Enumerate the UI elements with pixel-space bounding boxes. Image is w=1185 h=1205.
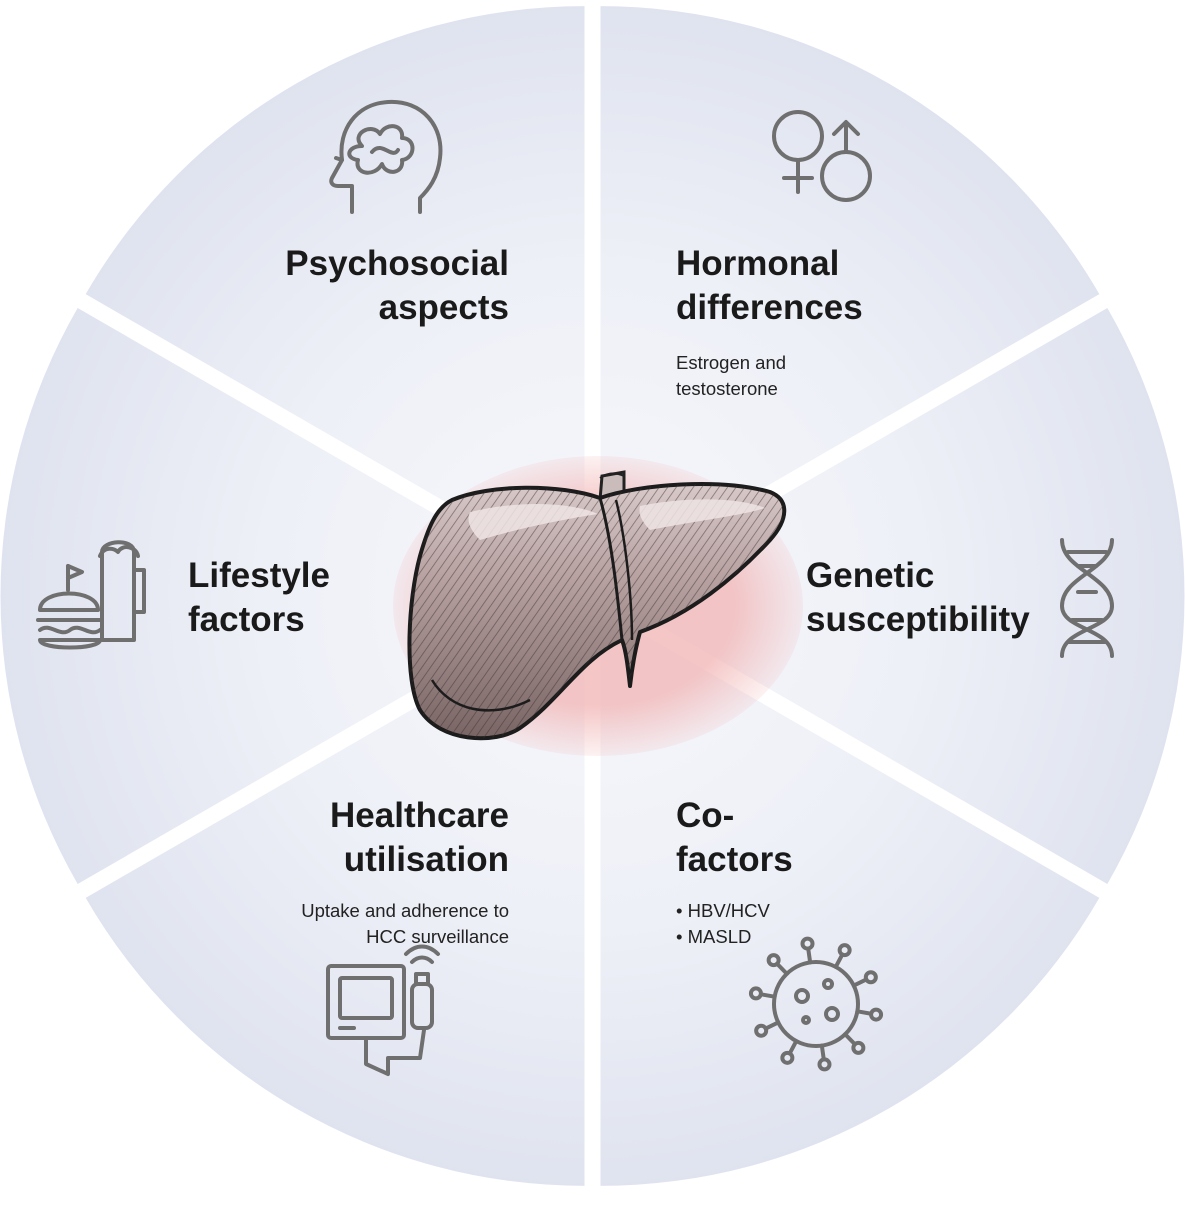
segment-title-psychosocial: Psychosocial aspects: [285, 242, 509, 330]
title-line: utilisation: [343, 840, 509, 879]
title-line: aspects: [378, 288, 509, 327]
segment-title-genetic: Genetic susceptibility: [806, 554, 1030, 642]
title-line: Hormonal: [676, 244, 840, 283]
detail-line: • MASLD: [676, 926, 752, 947]
wedges-group: [0, 6, 1185, 1186]
title-line: Lifestyle: [188, 556, 330, 595]
wedge-lifestyle: [85, 6, 585, 583]
segment-title-healthcare: Healthcare utilisation: [330, 794, 509, 882]
title-line: Co-: [676, 796, 735, 835]
gender-symbols-icon: [772, 110, 872, 202]
detail-line: Estrogen and: [676, 352, 787, 373]
head-brain-icon: [329, 99, 443, 214]
title-line: Healthcare: [330, 796, 509, 835]
liver-icon: [393, 456, 803, 756]
detail-line: • HBV/HCV: [676, 900, 770, 921]
segment-detail-cofactors: • HBV/HCV • MASLD: [676, 898, 770, 950]
segment-title-cofactors: Co- factors: [676, 794, 793, 882]
virus-icon: [748, 936, 884, 1072]
segment-title-hormonal: Hormonal differences: [676, 242, 863, 330]
wedge-hormonal: [608, 308, 1185, 884]
title-line: factors: [676, 840, 793, 879]
title-line: factors: [188, 600, 305, 639]
title-line: Genetic: [806, 556, 935, 595]
title-line: differences: [676, 288, 863, 327]
detail-line: HCC surveillance: [366, 926, 509, 947]
wedge-cofactors: [85, 609, 585, 1186]
detail-line: Uptake and adherence to: [301, 900, 509, 921]
segment-title-lifestyle: Lifestyle factors: [188, 554, 330, 642]
title-line: Psychosocial: [285, 244, 509, 283]
ultrasound-machine-icon: [326, 944, 440, 1076]
detail-line: testosterone: [676, 378, 778, 399]
burger-beer-icon: [36, 540, 146, 650]
segment-detail-hormonal: Estrogen and testosterone: [676, 350, 786, 402]
wedge-genetic: [600, 609, 1100, 1186]
dna-icon: [1059, 538, 1115, 658]
wedge-healthcare: [0, 308, 577, 884]
title-line: susceptibility: [806, 600, 1030, 639]
wedge-psychosocial: [600, 6, 1100, 583]
segment-detail-healthcare: Uptake and adherence to HCC surveillance: [301, 898, 509, 950]
